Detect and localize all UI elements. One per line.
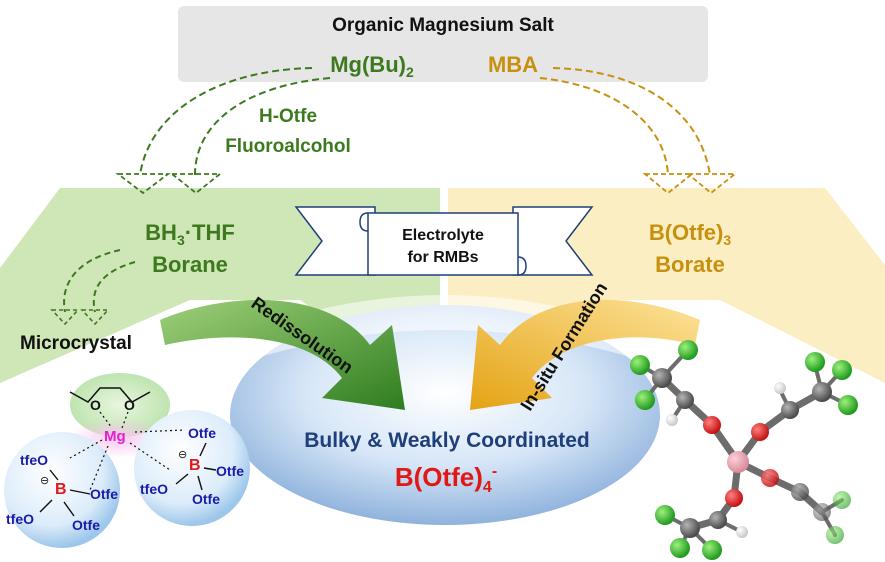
reagent-mgbu2: Mg(Bu)2 bbox=[330, 52, 414, 80]
mg-center: Mg bbox=[104, 428, 126, 445]
scroll-line1: Electrolyte bbox=[402, 227, 484, 244]
reagent-mba: MBA bbox=[488, 52, 538, 77]
ligand-5: Otfe bbox=[188, 425, 216, 441]
dashed-arrow-left bbox=[139, 67, 331, 176]
mg-complex-structure: O O Mg B ⊖ tfeO tfeO Otfe Otfe B ⊖ Otfe … bbox=[4, 373, 250, 548]
borate-formula: B(Otfe)3 bbox=[649, 220, 732, 248]
scroll-line2: for RMBs bbox=[407, 249, 478, 266]
svg-text:O: O bbox=[90, 397, 101, 413]
reagent-note-line1: H-Otfe bbox=[259, 106, 317, 127]
ligand-7: Otfe bbox=[216, 463, 244, 479]
product-anion: B(Otfe)4- bbox=[395, 462, 497, 496]
header-box: Organic Magnesium Salt Mg(Bu)2 MBA bbox=[178, 6, 708, 82]
electrolyte-scroll: Electrolyte for RMBs bbox=[294, 206, 594, 276]
charge-right: ⊖ bbox=[178, 449, 187, 461]
ligand-6: tfeO bbox=[140, 481, 168, 497]
charge-left: ⊖ bbox=[40, 475, 49, 487]
header-title: Organic Magnesium Salt bbox=[332, 15, 554, 36]
borane-formula: BH3·THF bbox=[145, 220, 235, 248]
borate-name: Borate bbox=[655, 252, 725, 277]
ligand-4: Otfe bbox=[72, 517, 100, 533]
borate-ball-stick-model bbox=[630, 340, 858, 560]
center-description: Bulky & Weakly Coordinated bbox=[304, 429, 590, 452]
boron-right: B bbox=[189, 457, 201, 474]
redissolution-arrow bbox=[160, 299, 405, 410]
borane-name: Borane bbox=[152, 252, 228, 277]
microcrystal-arrow bbox=[63, 249, 136, 313]
in-situ-arrow bbox=[470, 299, 700, 410]
ligand-2: tfeO bbox=[6, 511, 34, 527]
ligand-8: Otfe bbox=[192, 491, 220, 507]
dashed-arrow-right bbox=[539, 67, 711, 176]
reagent-note-line2: Fluoroalcohol bbox=[225, 136, 351, 157]
svg-text:O: O bbox=[124, 397, 135, 413]
ligand-1: tfeO bbox=[20, 452, 48, 468]
ligand-3: Otfe bbox=[90, 486, 118, 502]
boron-left: B bbox=[55, 481, 67, 498]
microcrystal-label: Microcrystal bbox=[20, 333, 132, 354]
